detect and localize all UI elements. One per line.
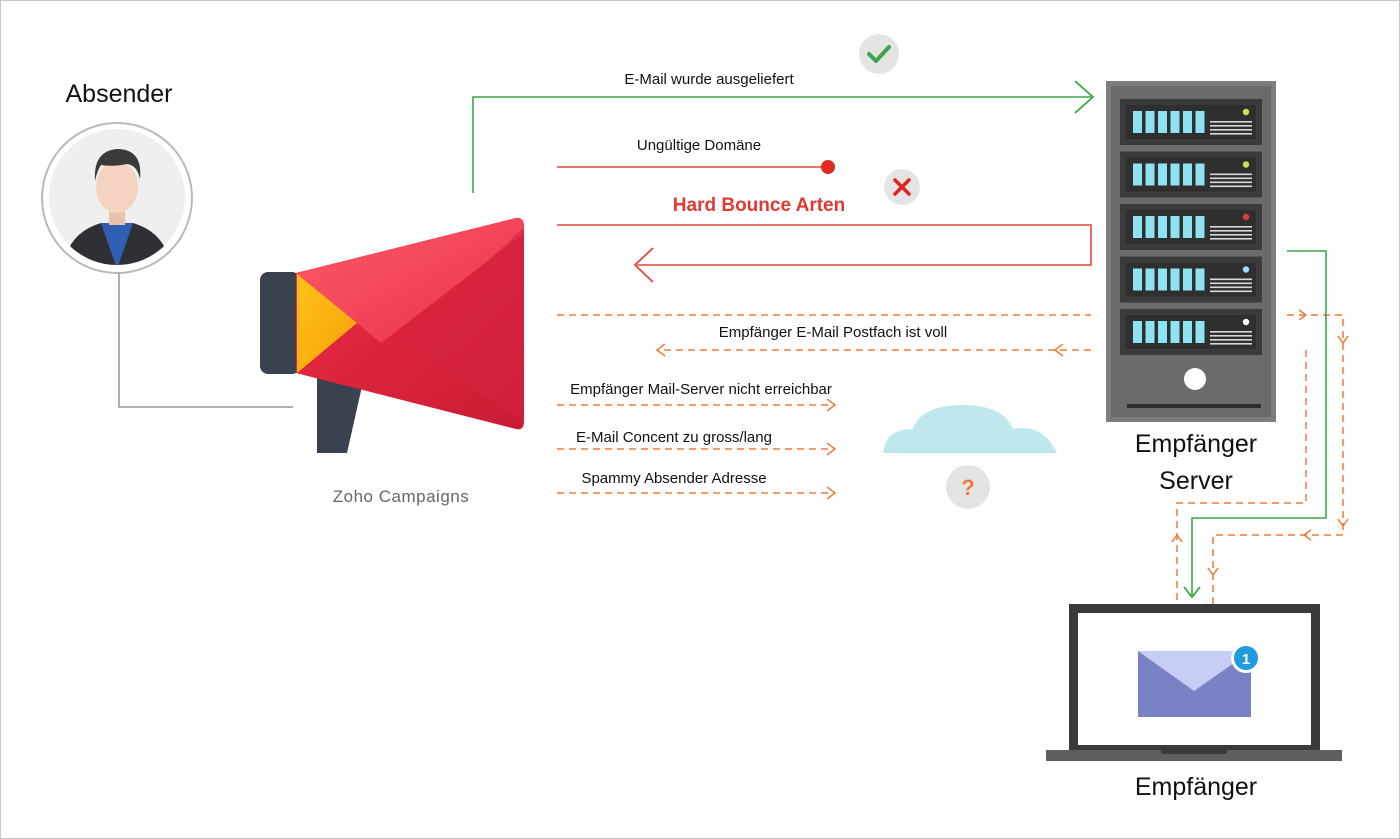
cloud-icon <box>883 405 1057 453</box>
server-rack-icon <box>1106 81 1276 422</box>
sender-label: Absender <box>65 80 172 108</box>
question-icon: ? <box>946 465 990 509</box>
notification-badge: 1 <box>1242 651 1250 668</box>
hard-bounce-heading: Hard Bounce Arten <box>673 195 845 216</box>
soft-bounce-flows <box>557 314 1344 605</box>
check-icon <box>859 34 899 74</box>
server-label-line1: Empfänger <box>1135 430 1257 458</box>
server-unreachable-label: Empfänger Mail-Server nicht erreichbar <box>570 381 832 398</box>
invalid-domain-label: Ungültige Domäne <box>637 137 761 154</box>
server-unit <box>1120 151 1262 198</box>
content-too-large-label: E-Mail Concent zu gross/lang <box>576 429 772 446</box>
server-label-line2: Server <box>1159 467 1233 495</box>
server-unit <box>1120 309 1262 355</box>
delivery-to-recipient <box>1183 250 1327 599</box>
campaign-tool-label: Zoho Campaigns <box>333 487 469 506</box>
hard-bounce-flow <box>557 224 1092 283</box>
mailbox-full-label: Empfänger E-Mail Postfach ist voll <box>719 324 947 341</box>
question-symbol: ? <box>961 475 974 500</box>
soft-bounce-arrowheads <box>655 309 1349 577</box>
server-unit <box>1120 256 1262 303</box>
cross-icon <box>884 169 920 205</box>
delivered-label: E-Mail wurde ausgeliefert <box>624 71 794 88</box>
person-avatar-icon <box>41 122 193 274</box>
delivered-flow <box>472 80 1095 193</box>
megaphone-icon <box>260 217 524 453</box>
server-unit <box>1120 99 1262 145</box>
sender-connector <box>118 273 293 408</box>
server-unit <box>1120 204 1262 250</box>
laptop-mail-icon: 1 <box>1046 604 1342 761</box>
spammy-sender-label: Spammy Absender Adresse <box>581 470 766 487</box>
recipient-label: Empfänger <box>1135 773 1257 801</box>
invalid-domain-flow <box>557 160 835 174</box>
